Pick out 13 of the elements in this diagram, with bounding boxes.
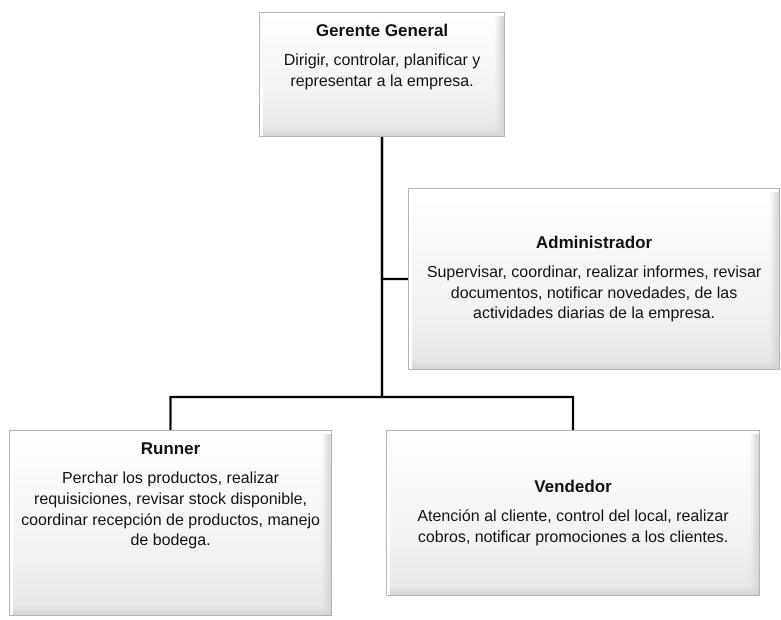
role-box bbox=[408, 188, 780, 370]
role-title: Gerente General bbox=[316, 21, 448, 41]
role-box bbox=[9, 430, 332, 616]
role-title: Runner bbox=[140, 439, 200, 459]
role-box bbox=[259, 12, 505, 137]
role-title: Vendedor bbox=[534, 477, 612, 498]
role-title: Administrador bbox=[536, 232, 652, 253]
role-description: Perchar los productos, realizar requisiciones, revisar stock disponible, coordinar recepción de productos, manejo de bodega. bbox=[20, 469, 321, 552]
role-box bbox=[386, 430, 760, 596]
role-description: Dirigir, controlar, planificar y representar a la empresa. bbox=[282, 51, 482, 92]
connector-line bbox=[380, 137, 574, 430]
role-description: Atención al cliente, control del local, realizar cobros, notificar promociones a los clientes. bbox=[416, 507, 730, 548]
role-description: Supervisar, coordinar, realizar informes, revisar documentos, notificar novedades, de las actividades diarias de la empresa. bbox=[426, 262, 762, 324]
